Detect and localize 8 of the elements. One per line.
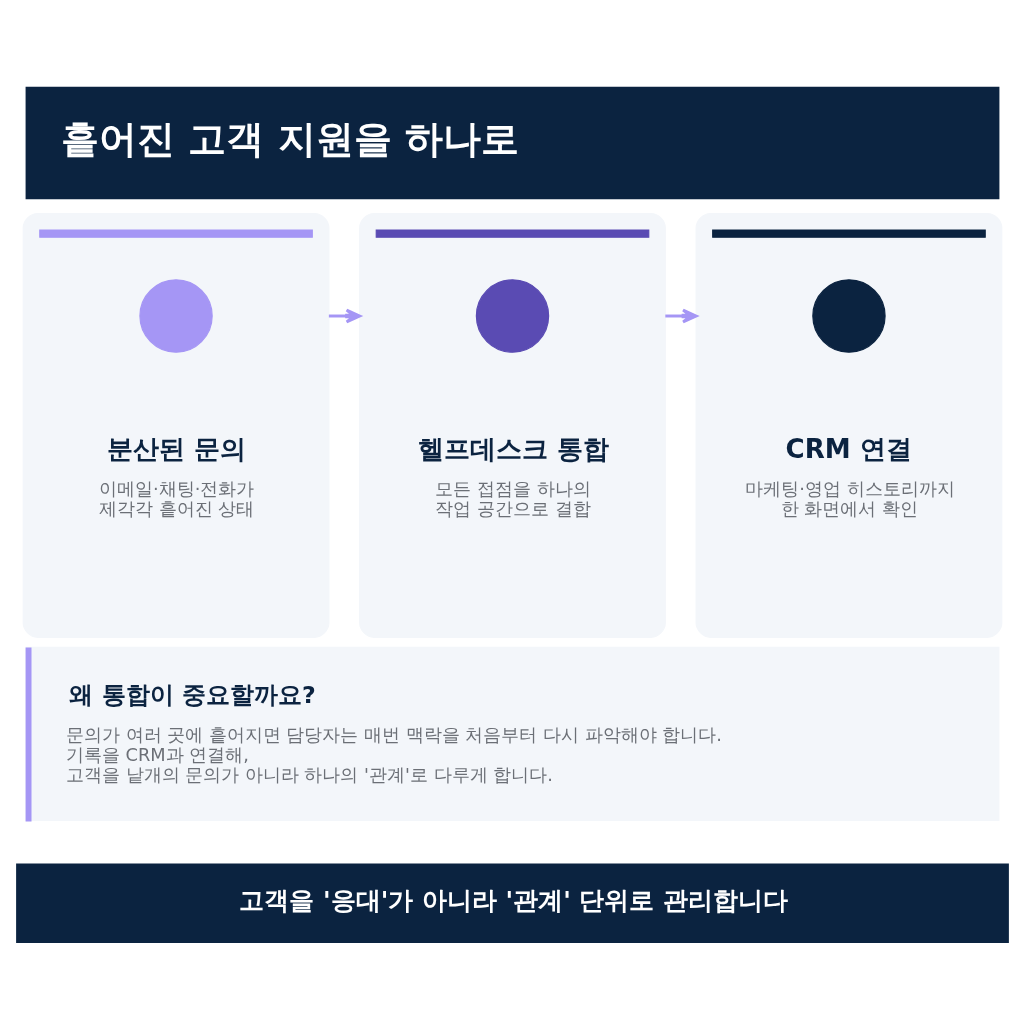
node-circle	[811, 278, 886, 353]
node-circle	[138, 278, 213, 353]
cluster: 헬프데스크 통합 모든 접점을 하나의 작업 공간으로 결합	[358, 212, 666, 638]
diagram-title: 흩어진 고객 지원을 하나로	[60, 116, 519, 161]
node-circle	[475, 278, 549, 353]
cluster: 분산된 문의 이메일·채팅·전화가 제각각 흩어진 상태	[22, 212, 329, 638]
caption: 고객을 '응대'가 아니라 '관계' 단위로 관리합니다	[238, 885, 788, 915]
cluster: CRM 연결 마케팅·영업 히스토리까지 한 화면에서 확인	[695, 212, 1002, 638]
